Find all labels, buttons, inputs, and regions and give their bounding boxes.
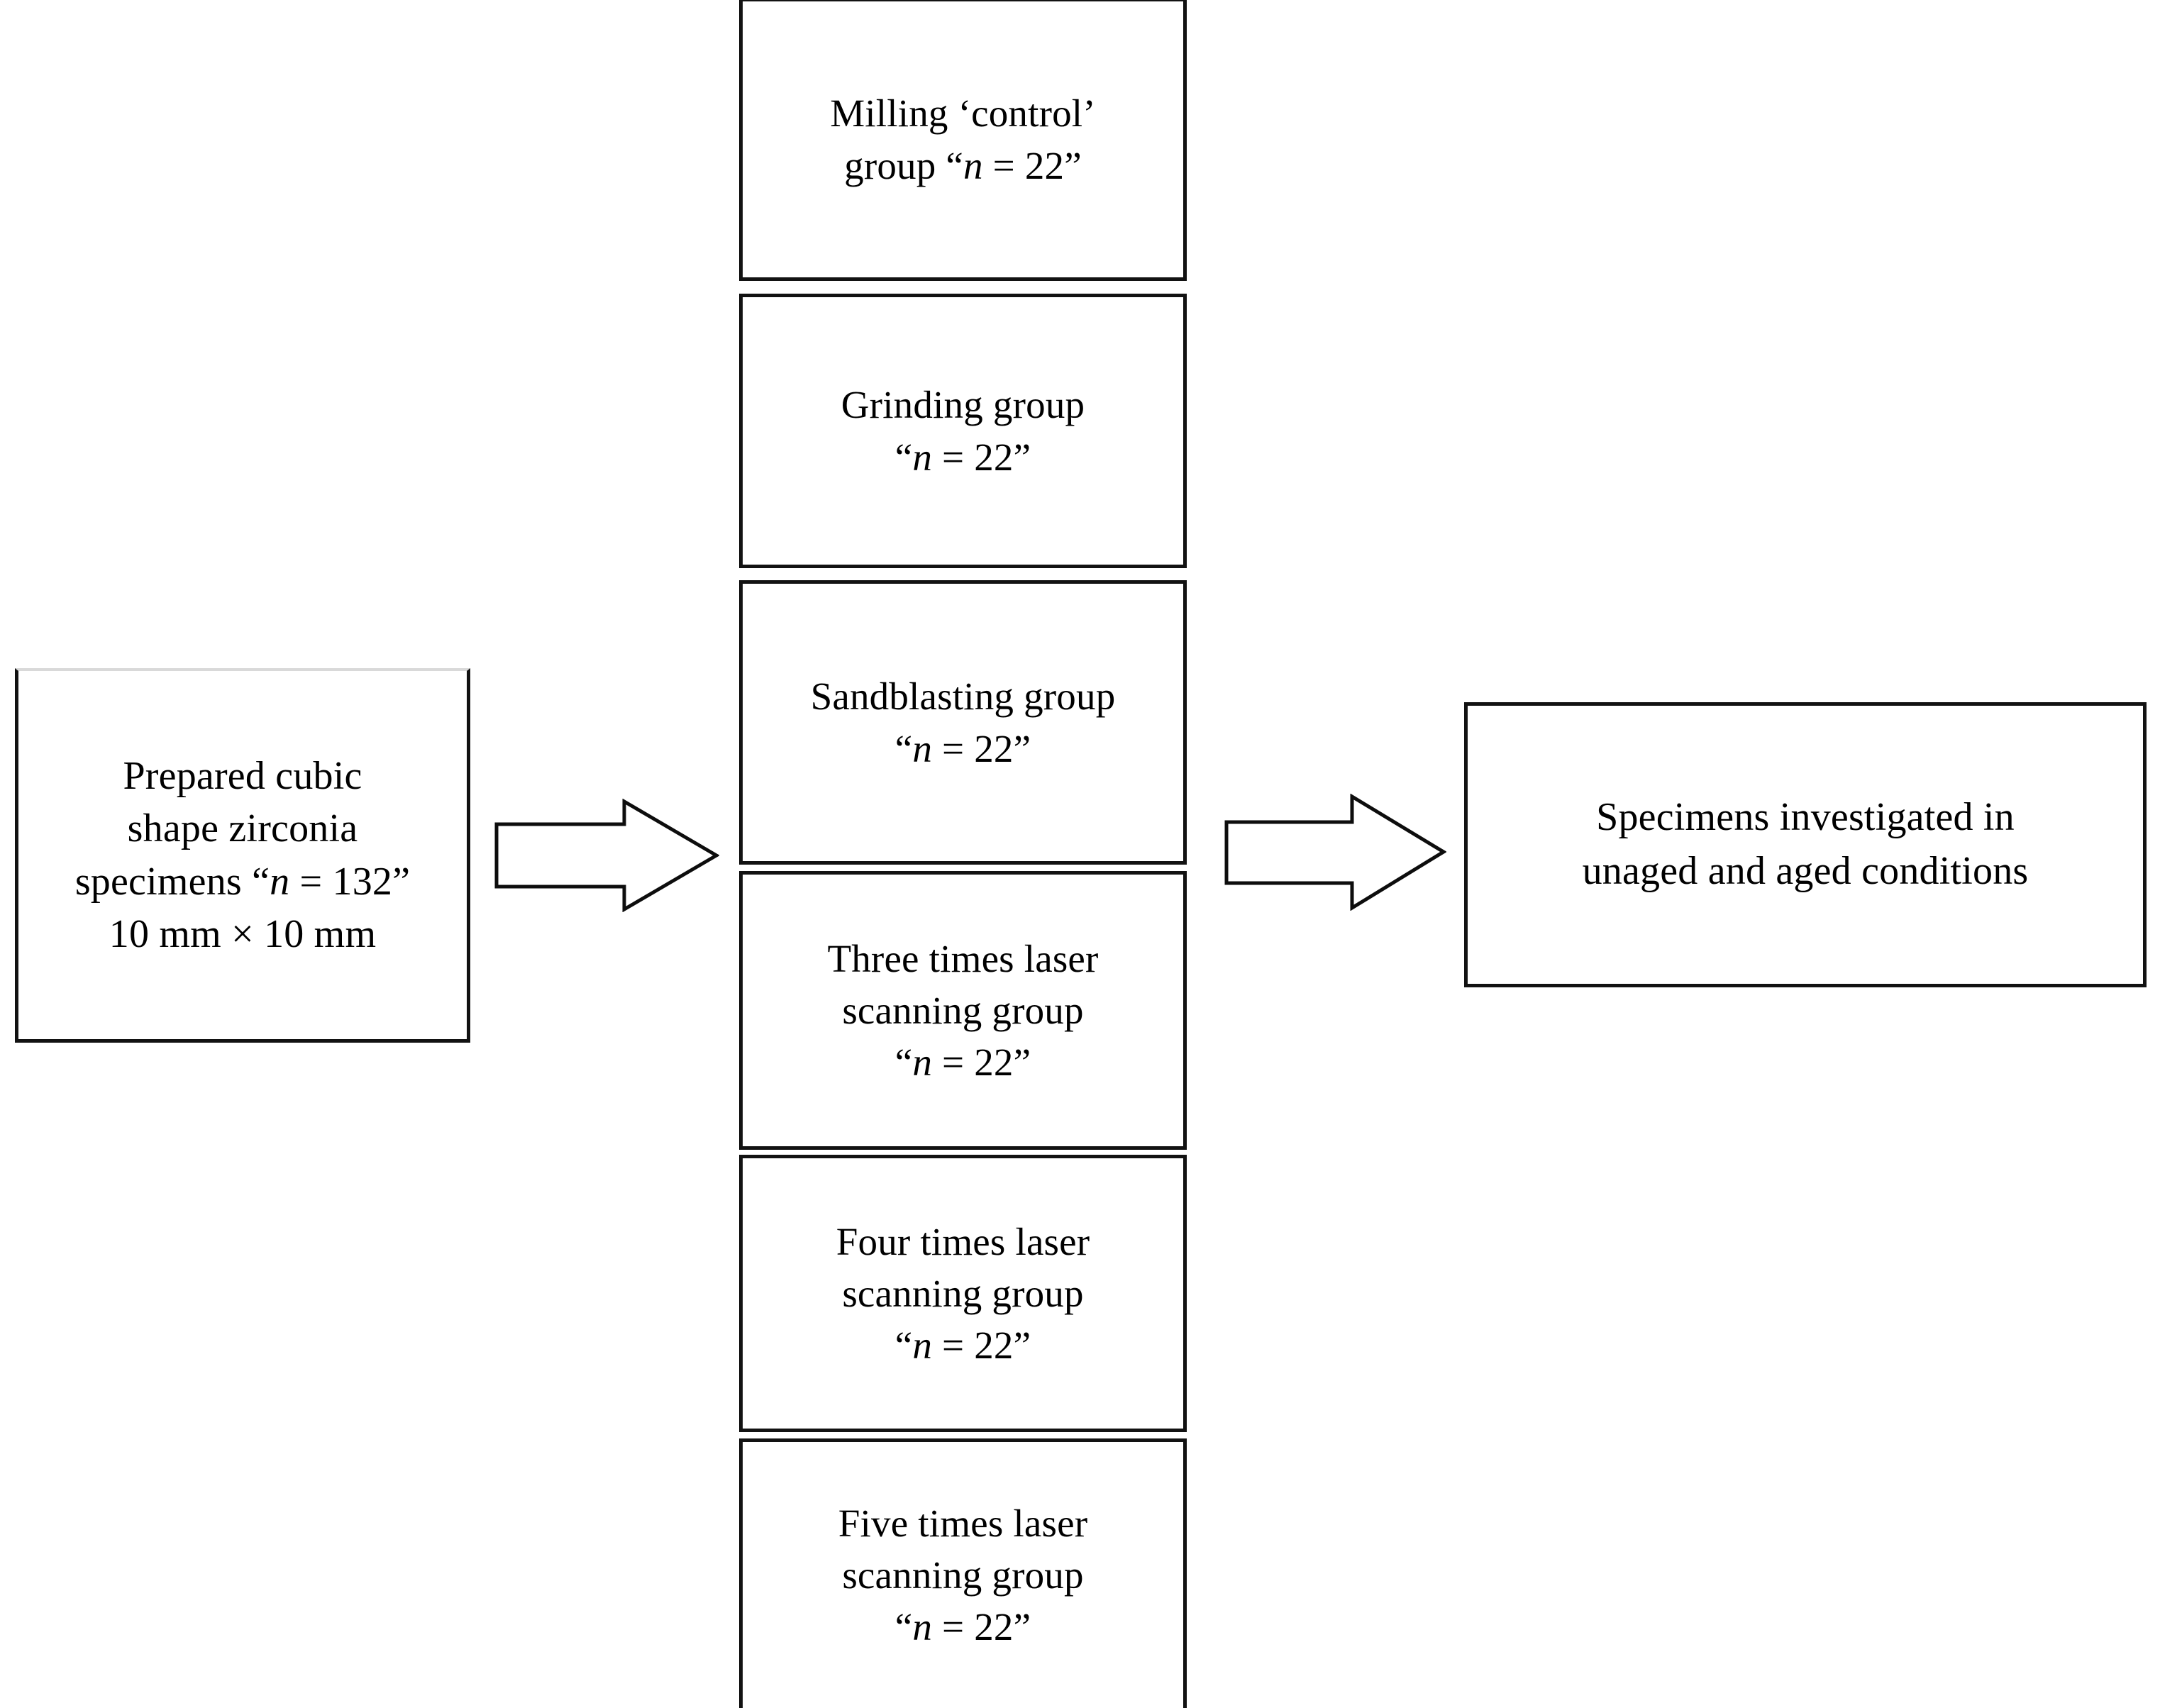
output-stage-label: Specimens investigated in unaged and age… xyxy=(1582,795,2029,893)
output-stage-box: Specimens investigated in unaged and age… xyxy=(1464,702,2147,987)
group-label-grinding: Grinding group“n = 22” xyxy=(841,383,1085,479)
arrow-right-icon-groups-to-output xyxy=(1224,794,1446,911)
group-box-milling-control: Milling ‘control’group “n = 22” xyxy=(739,0,1187,281)
group-label-sandblasting: Sandblasting group“n = 22” xyxy=(810,675,1116,770)
group-box-sandblasting: Sandblasting group“n = 22” xyxy=(739,580,1187,865)
group-box-grinding: Grinding group“n = 22” xyxy=(739,294,1187,568)
arrow-right-icon-input-to-groups xyxy=(494,799,719,912)
group-label-milling-control: Milling ‘control’group “n = 22” xyxy=(830,92,1096,187)
